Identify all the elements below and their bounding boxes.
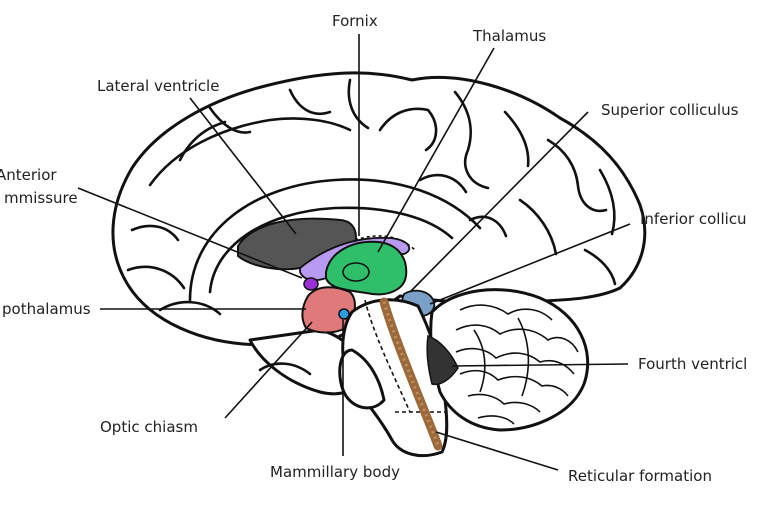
label-optic-chiasm: Optic chiasm (100, 418, 198, 436)
label-lateral-ventricle: Lateral ventricle (97, 77, 219, 95)
label-commissure: mmissure (4, 189, 78, 207)
anterior-commissure-region (303, 277, 319, 291)
label-mammillary-body: Mammillary body (270, 463, 400, 481)
cerebellum-folia (455, 304, 579, 425)
thalamus-region (325, 240, 408, 296)
label-fornix: Fornix (332, 12, 378, 30)
mammillary-region (338, 308, 350, 320)
fourth-ventricle-region (426, 335, 459, 386)
thalamus-inner (342, 262, 370, 282)
label-thalamus: Thalamus (472, 27, 546, 45)
label-reticular-formation: Reticular formation (568, 467, 712, 485)
label-hypothalamus: pothalamus (2, 300, 91, 318)
label-inferior-colliculus: Inferior collicu (640, 210, 747, 228)
cingulate-gyrus (188, 178, 482, 302)
pons-bulge (338, 348, 386, 410)
corpus-callosum (208, 206, 454, 294)
label-fourth-ventricle: Fourth ventricl (638, 355, 747, 373)
leader-lines (77, 34, 631, 471)
label-anterior: Anterior (0, 166, 57, 184)
label-superior-colliculus: Superior colliculus (601, 101, 739, 119)
gyri (126, 78, 617, 376)
